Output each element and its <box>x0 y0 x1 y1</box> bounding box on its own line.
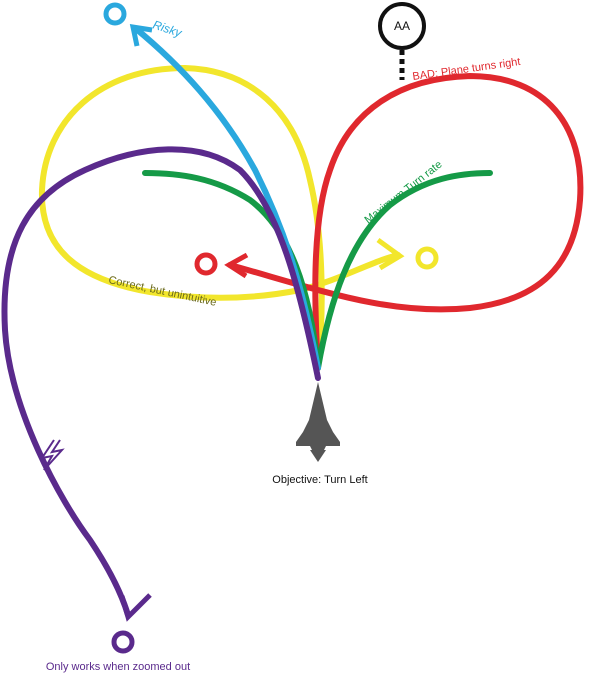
label-aa: AA <box>394 19 410 33</box>
label-risky: Risky <box>151 18 184 41</box>
red-path <box>227 72 584 371</box>
green-left-arc <box>142 170 321 371</box>
purple-destination-marker <box>111 630 135 654</box>
yellow-destination-marker <box>415 246 439 270</box>
fighter-jet-icon <box>296 382 340 456</box>
plane-tail <box>310 450 326 462</box>
label-objective: Objective: Turn Left <box>272 474 367 486</box>
yellow-arrowhead <box>376 237 405 271</box>
purple-path <box>1 146 321 618</box>
blue-path <box>132 25 321 371</box>
green-right-arc <box>315 170 493 371</box>
label-correct: Correct, but unintuitive <box>107 274 217 309</box>
red-destination-marker <box>194 252 218 276</box>
yellow-path <box>38 64 401 371</box>
red-arrowhead <box>224 252 249 279</box>
lightning-break-icon <box>39 439 65 471</box>
aa-site-marker <box>378 2 426 50</box>
label-zoomed: Only works when zoomed out <box>46 661 190 673</box>
blue-destination-marker <box>103 2 127 26</box>
blue-arrowhead <box>129 23 153 47</box>
purple-arrowhead <box>119 593 152 622</box>
label-max-turn: Maximum Turn rate <box>362 159 444 227</box>
